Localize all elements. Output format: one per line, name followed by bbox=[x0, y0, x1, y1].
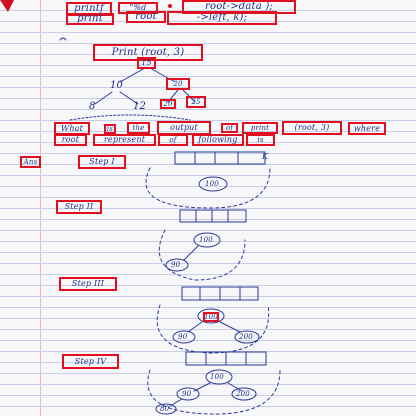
prompt-word-7: (root, 3) bbox=[294, 123, 330, 132]
tree-node-20b: 20 bbox=[163, 99, 173, 108]
print-call: Print (root, 3) bbox=[111, 46, 185, 58]
annotation-dot bbox=[168, 4, 172, 8]
step-1-label: Step I bbox=[89, 157, 115, 166]
code-root-data-box: root->data ); bbox=[182, 0, 296, 14]
prompt-line2-word-5-box: is bbox=[246, 134, 275, 146]
prompt-word-5: of bbox=[225, 123, 234, 132]
prompt-line2-word-1: root bbox=[61, 135, 80, 144]
tree-node-20b-box: 20 bbox=[160, 99, 176, 109]
code-left-k-box: ->left, k); bbox=[167, 11, 277, 25]
step-3-label-box: Step III bbox=[59, 277, 117, 291]
code-print: print bbox=[77, 13, 103, 24]
code-root: root bbox=[135, 11, 157, 22]
step-4-node-4: 80 bbox=[160, 405, 170, 413]
prompt-word-6: print bbox=[250, 123, 270, 132]
prompt-word-1: What bbox=[60, 123, 84, 133]
prompt-word-4: output bbox=[170, 123, 198, 132]
step-4-node-3: 200 bbox=[236, 390, 250, 398]
step-3-node-1-box: 100 bbox=[203, 312, 219, 322]
step-1-k-label: K bbox=[262, 152, 269, 161]
prompt-word-2: is bbox=[106, 124, 114, 133]
answer-margin-label: Ans bbox=[23, 157, 38, 166]
tree-node-12: 12 bbox=[133, 101, 147, 112]
step-2-label-box: Step II bbox=[56, 200, 102, 214]
tree-node-25-box: 25 bbox=[186, 96, 206, 108]
code-left-k: ->left, k); bbox=[196, 12, 248, 23]
step-3-label: Step III bbox=[71, 279, 105, 288]
tree-node-15: 15 bbox=[141, 58, 152, 67]
step-4-node-1: 100 bbox=[210, 373, 224, 381]
code-printf: printf bbox=[74, 3, 104, 14]
prompt-word-6-box: print bbox=[242, 122, 278, 134]
code-format: "%d bbox=[129, 3, 147, 12]
prompt-word-4-box: output bbox=[157, 121, 211, 135]
prompt-line2-word-3: of bbox=[169, 135, 177, 144]
step-4-label-box: Step IV bbox=[62, 354, 119, 369]
prompt-word-5-box: of bbox=[221, 123, 238, 133]
prompt-word-3-box: the bbox=[127, 122, 150, 134]
tree-node-20-box: 20 bbox=[166, 78, 190, 90]
code-root-box: root bbox=[126, 11, 166, 23]
answer-margin-label-box: Ans bbox=[20, 156, 41, 168]
code-format-box: "%d bbox=[118, 2, 158, 14]
prompt-line2-word-4: following bbox=[198, 135, 238, 144]
print-call-box: Print (root, 3) bbox=[93, 44, 203, 61]
tree-node-8: 8 bbox=[89, 101, 96, 112]
prompt-word-2-box: is bbox=[104, 124, 116, 134]
prompt-line2-word-1-box: root bbox=[54, 134, 87, 146]
prompt-word-7-box: (root, 3) bbox=[282, 121, 342, 135]
prompt-line2-word-2-box: represent bbox=[93, 134, 156, 146]
step-1-node: 100 bbox=[205, 180, 219, 188]
step-1-label-box: Step I bbox=[78, 155, 126, 169]
prompt-line2-word-3-box: of bbox=[158, 134, 188, 146]
tree-node-15-box: 15 bbox=[137, 57, 156, 69]
tree-node-10: 10 bbox=[110, 80, 124, 91]
step-4-label: Step IV bbox=[74, 356, 107, 366]
prompt-line2-word-2: represent bbox=[103, 135, 146, 144]
code-printf-box: printf bbox=[66, 2, 112, 16]
step-3-node-3: 200 bbox=[239, 333, 253, 341]
step-2-node-2: 90 bbox=[171, 261, 181, 269]
step-3-node-2: 90 bbox=[178, 333, 188, 341]
step-2-label: Step II bbox=[64, 202, 94, 211]
step-2-node-1: 100 bbox=[199, 236, 213, 244]
step-3-node-1: 100 bbox=[204, 312, 218, 321]
tree-node-20: 20 bbox=[173, 79, 183, 88]
tree-node-25: 25 bbox=[191, 97, 201, 106]
code-print-box: print bbox=[66, 13, 114, 25]
code-root-data: root->data ); bbox=[205, 1, 273, 12]
step-4-node-2: 90 bbox=[182, 390, 192, 398]
prompt-word-8: where bbox=[353, 123, 381, 133]
prompt-line2-word-4-box: following bbox=[192, 134, 244, 146]
prompt-word-3: the bbox=[132, 123, 145, 132]
prompt-word-8-box: where bbox=[348, 122, 386, 135]
prompt-line2-word-5: is bbox=[257, 135, 264, 144]
